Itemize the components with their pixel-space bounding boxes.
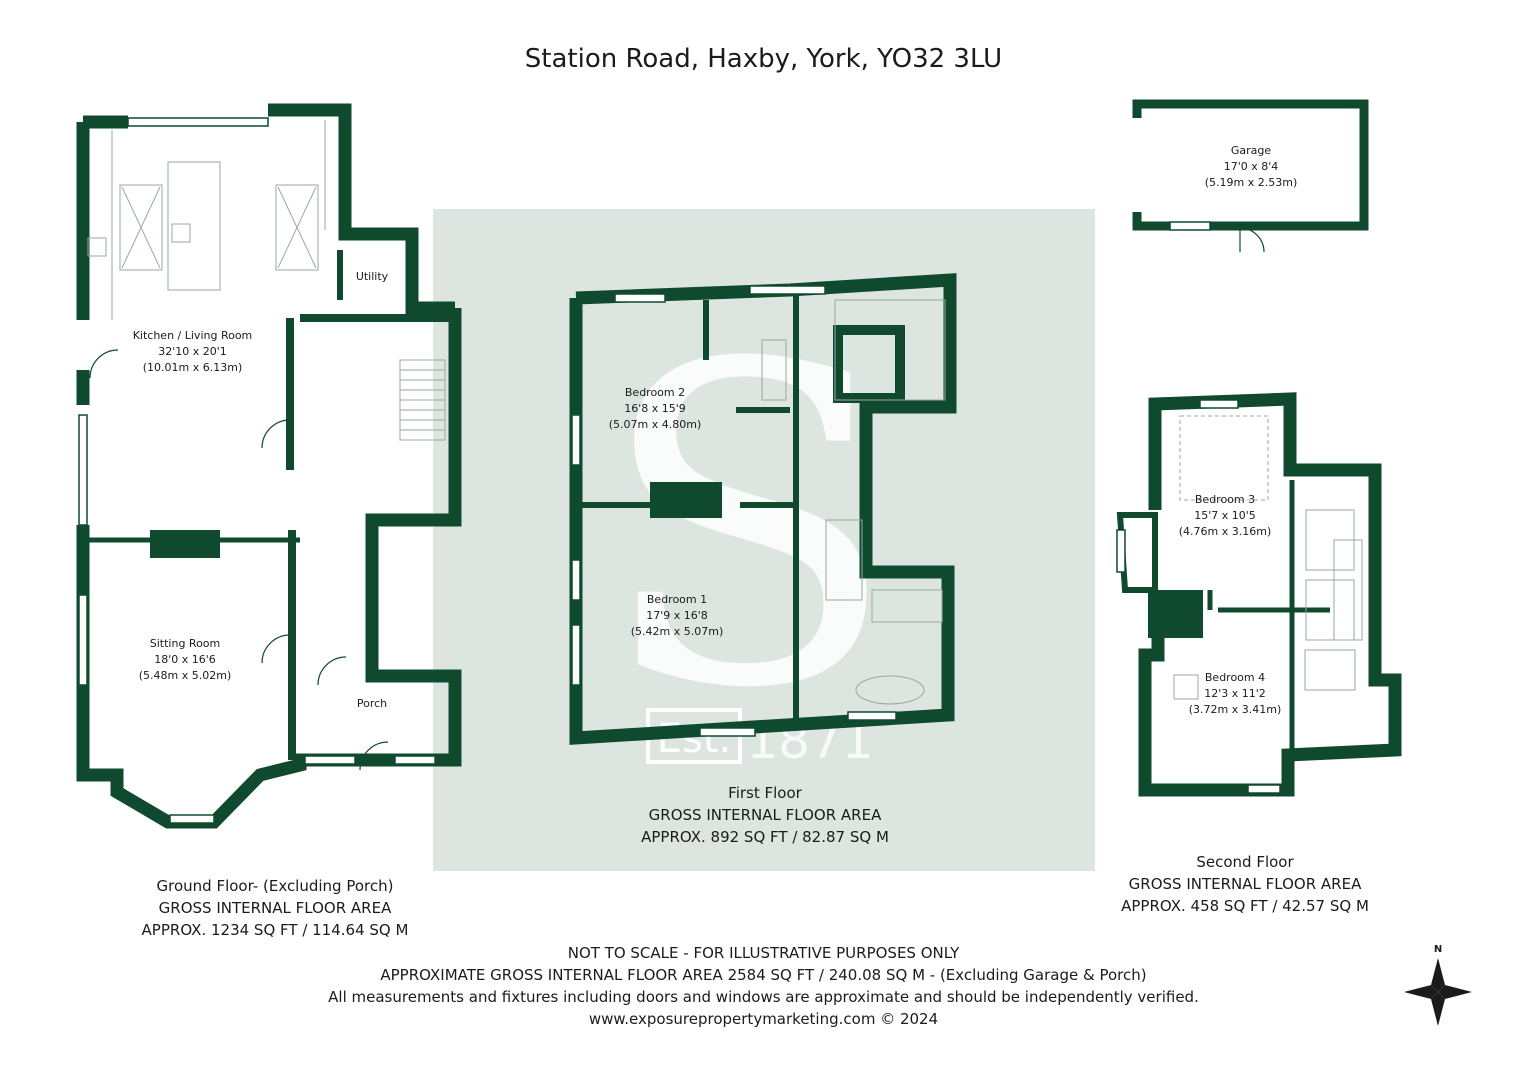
floor-caption-line: Second Floor (1196, 853, 1294, 871)
floor-caption-line: GROSS INTERNAL FLOOR AREA (648, 806, 882, 824)
footer-line: APPROXIMATE GROSS INTERNAL FLOOR AREA 25… (380, 966, 1147, 984)
room-imperial: 17'0 x 8'4 (1223, 160, 1279, 173)
floor-caption-line: APPROX. 1234 SQ FT / 114.64 SQ M (141, 921, 409, 939)
room-bedroom-4: Bedroom 4 12'3 x 11'2 (3.72m x 3.41m) (1170, 670, 1300, 718)
first-floor-panel (433, 209, 1095, 871)
room-name: Garage (1230, 144, 1272, 157)
room-imperial: 15'7 x 10'5 (1194, 509, 1256, 522)
room-imperial: 32'10 x 20'1 (158, 345, 227, 358)
room-kitchen-living: Kitchen / Living Room 32'10 x 20'1 (10.0… (120, 328, 265, 376)
second-floor-plan (1116, 392, 1402, 797)
floor-caption-line: First Floor (728, 784, 802, 802)
watermark-logo: S Est. 1871 (597, 272, 898, 784)
room-metric: (10.01m x 6.13m) (142, 361, 243, 374)
room-imperial: 17'9 x 16'8 (646, 609, 708, 622)
ground-floor-area: Ground Floor- (Excluding Porch) GROSS IN… (110, 875, 440, 941)
floor-caption-line: APPROX. 892 SQ FT / 82.87 SQ M (641, 828, 889, 846)
room-name: Bedroom 3 (1194, 493, 1256, 506)
room-bedroom-1: Bedroom 1 17'9 x 16'8 (5.42m x 5.07m) (612, 592, 742, 640)
room-name: Kitchen / Living Room (132, 329, 253, 342)
room-bedroom-2: Bedroom 2 16'8 x 15'9 (5.07m x 4.80m) (590, 385, 720, 433)
room-sitting: Sitting Room 18'0 x 16'6 (5.48m x 5.02m) (120, 636, 250, 684)
room-metric: (4.76m x 3.16m) (1178, 525, 1272, 538)
room-name: Bedroom 1 (646, 593, 708, 606)
first-floor-area: First Floor GROSS INTERNAL FLOOR AREA AP… (600, 782, 930, 848)
room-porch: Porch (356, 697, 388, 710)
footer-line: All measurements and fixtures including … (328, 988, 1199, 1006)
room-bedroom-3: Bedroom 3 15'7 x 10'5 (4.76m x 3.16m) (1160, 492, 1290, 540)
room-metric: (5.48m x 5.02m) (138, 669, 232, 682)
first-floor-plan (569, 273, 957, 745)
second-floor-area: Second Floor GROSS INTERNAL FLOOR AREA A… (1080, 851, 1410, 917)
room-metric: (3.72m x 3.41m) (1188, 703, 1282, 716)
room-metric: (5.07m x 4.80m) (608, 418, 702, 431)
floor-caption-line: GROSS INTERNAL FLOOR AREA (158, 899, 392, 917)
page-title: Station Road, Haxby, York, YO32 3LU (524, 44, 1003, 74)
room-utility: Utility (355, 270, 389, 283)
room-garage: Garage 17'0 x 8'4 (5.19m x 2.53m) (1186, 143, 1316, 191)
room-imperial: 18'0 x 16'6 (154, 653, 216, 666)
room-name: Bedroom 4 (1204, 671, 1266, 684)
garage-plan (1132, 99, 1369, 253)
room-name: Bedroom 2 (624, 386, 686, 399)
room-imperial: 12'3 x 11'2 (1204, 687, 1266, 700)
room-metric: (5.42m x 5.07m) (630, 625, 724, 638)
footer-line: NOT TO SCALE - FOR ILLUSTRATIVE PURPOSES… (567, 944, 960, 962)
room-metric: (5.19m x 2.53m) (1204, 176, 1298, 189)
compass-north-label: N (1433, 944, 1443, 955)
floor-caption-line: Ground Floor- (Excluding Porch) (156, 877, 394, 895)
room-imperial: 16'8 x 15'9 (624, 402, 686, 415)
room-name: Sitting Room (149, 637, 221, 650)
ground-floor-plan (76, 103, 462, 829)
compass-rose-icon (1404, 958, 1472, 1026)
floor-caption-line: GROSS INTERNAL FLOOR AREA (1128, 875, 1362, 893)
footer-website: www.exposurepropertymarketing.com © 2024 (588, 1010, 939, 1028)
watermark-monogram: S (597, 272, 898, 784)
floor-caption-line: APPROX. 458 SQ FT / 42.57 SQ M (1121, 897, 1369, 915)
disclaimer-footer: NOT TO SCALE - FOR ILLUSTRATIVE PURPOSES… (0, 942, 1527, 1030)
